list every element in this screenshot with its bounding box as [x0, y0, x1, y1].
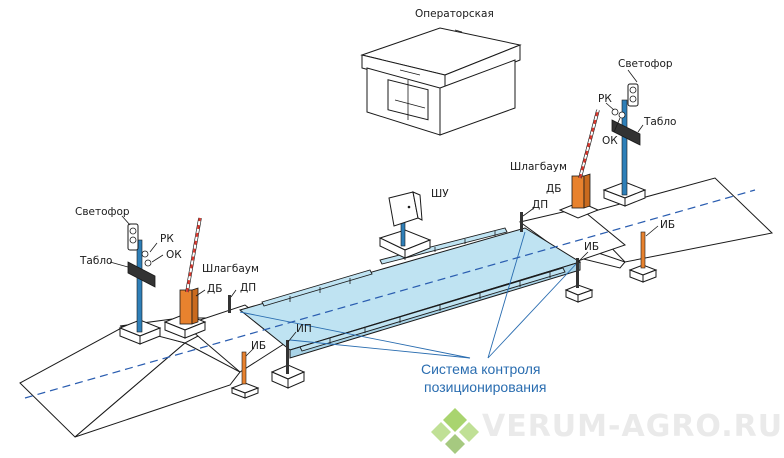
right-traffic-light [602, 69, 647, 207]
control-cabinet [378, 191, 432, 259]
label-traffic-light-left: Светофор [75, 206, 130, 218]
label-rk-left: РК [160, 233, 174, 245]
label-tablo-left: Табло [79, 255, 112, 267]
label-operator-room: Операторская [415, 8, 494, 20]
label-ib-right-near: ИБ [584, 241, 599, 253]
label-rk-right: РК [598, 93, 612, 105]
label-barrier-right: Шлагбаум [510, 161, 567, 173]
label-traffic-light-right: Светофор [618, 58, 673, 70]
label-ok-right: ОК [602, 135, 618, 147]
right-barrier [558, 109, 600, 219]
axis-line [24, 189, 756, 399]
operator-room [360, 27, 522, 136]
brand-logo-icon [431, 408, 479, 454]
label-tablo-right: Табло [643, 116, 676, 128]
label-ip: ИП [296, 323, 312, 335]
sensor-posts [228, 207, 659, 399]
label-ok-left: ОК [166, 249, 182, 261]
label-ib-right-far: ИБ [660, 219, 675, 231]
label-ib-left: ИБ [251, 340, 266, 352]
brand-watermark: VERUM-AGRO.RU [482, 409, 783, 444]
label-dp-left: ДП [240, 282, 256, 294]
left-barrier [163, 217, 207, 339]
label-db-right: ДБ [546, 183, 561, 195]
label-db-left: ДБ [207, 283, 222, 295]
left-traffic-light [109, 215, 164, 345]
caption-line-2: позиционирования [424, 379, 546, 395]
positioning-lines [239, 231, 579, 359]
caption-line-1: Система контроля [421, 361, 541, 377]
label-shu: ШУ [431, 188, 449, 200]
label-barrier-left: Шлагбаум [202, 263, 259, 275]
label-dp-right: ДП [532, 199, 548, 211]
